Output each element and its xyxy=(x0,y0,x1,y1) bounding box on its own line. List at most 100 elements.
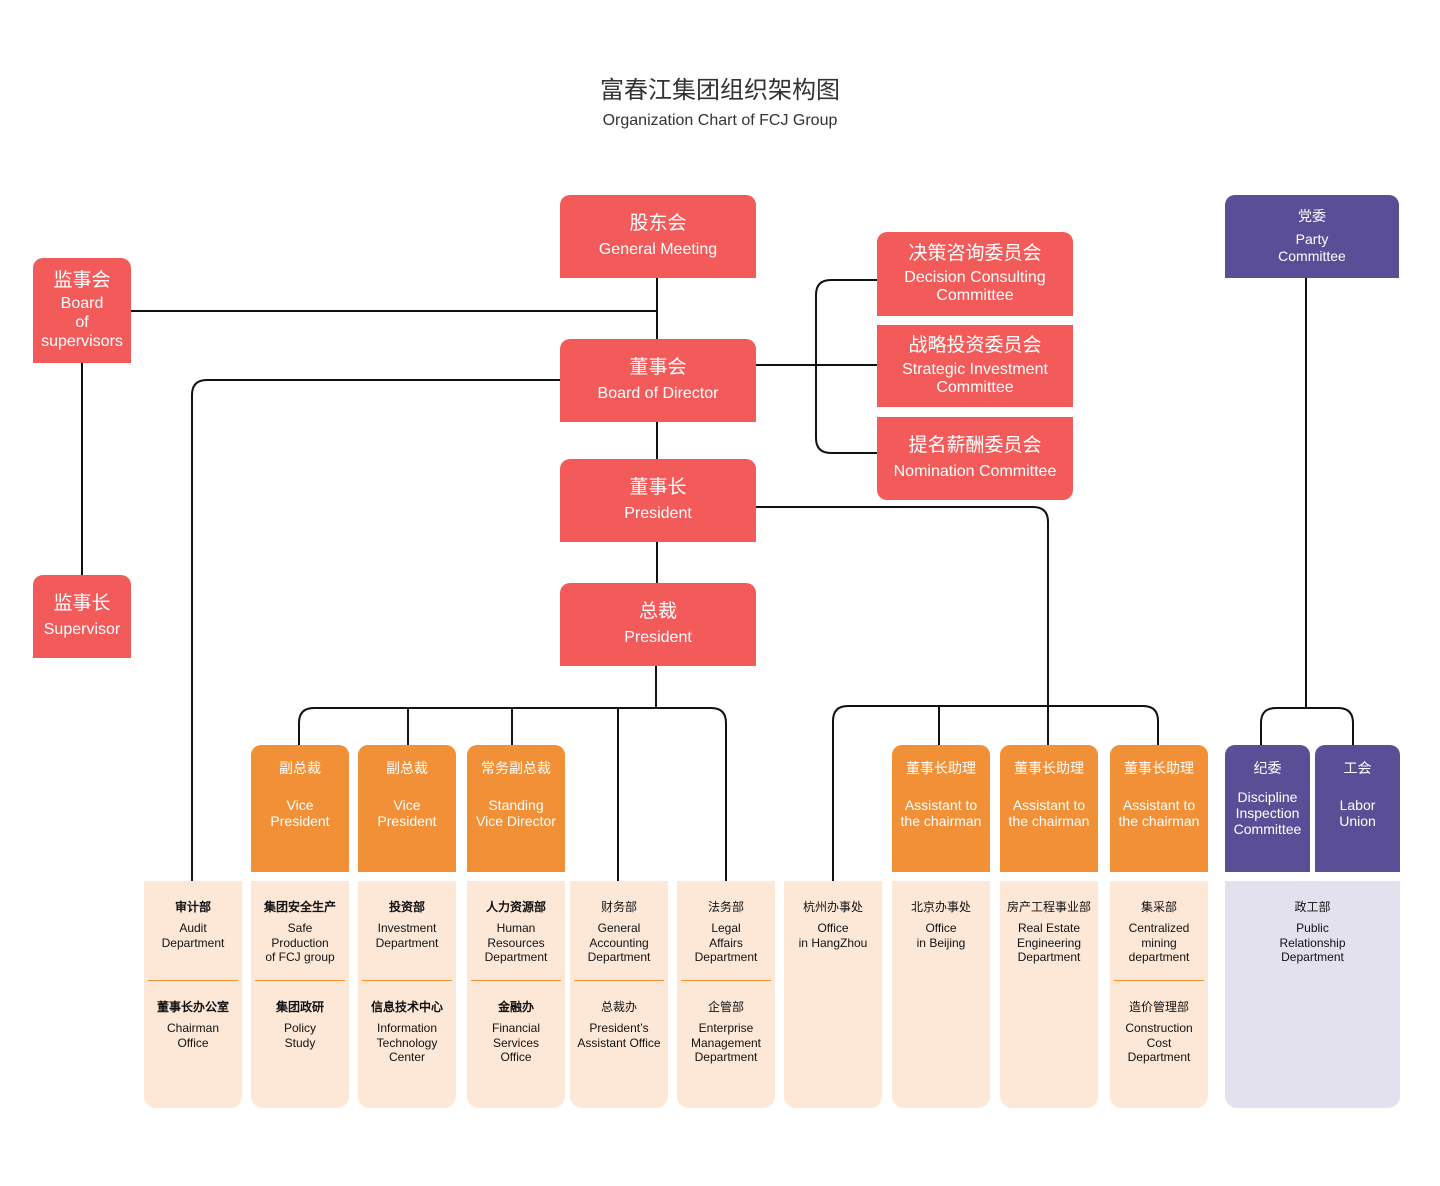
node-label-zh: 董事长助理 xyxy=(1014,761,1084,777)
node-label-zh: 董事长助理 xyxy=(906,761,976,777)
department-name-en: Office in HangZhou xyxy=(798,921,868,950)
node-label-zh: 董事长 xyxy=(629,476,687,499)
department-name-zh: 人力资源部 xyxy=(485,900,546,914)
department-name-zh: 集采部 xyxy=(1140,900,1177,914)
department-entry: 审计部 Audit Department xyxy=(144,900,242,950)
node-label-en: Board of supervisors xyxy=(41,294,123,351)
department-column-hangzhou-office: 杭州办事处 Office in HangZhou xyxy=(784,881,882,1108)
department-name-zh: 集团政研 xyxy=(275,1000,324,1014)
vice-president-box: 副总裁 Vice President xyxy=(251,745,349,872)
department-column-hr: 人力资源部 Human Resources Department 金融办 Fin… xyxy=(467,881,565,1108)
assistant-to-chairman-box: 董事长助理 Assistant to the chairman xyxy=(1110,745,1208,872)
node-label-en: Assistant to the chairman xyxy=(900,797,982,830)
department-name-en: Financial Services Office xyxy=(491,1021,541,1064)
department-column-real-estate: 房产工程事业部 Real Estate Engineering Departme… xyxy=(1000,881,1098,1108)
department-entry: 金融办 Financial Services Office xyxy=(467,1000,565,1065)
node-label-zh: 工会 xyxy=(1343,761,1372,777)
president-box: 总裁 President xyxy=(560,583,756,666)
department-entry: 人力资源部 Human Resources Department xyxy=(467,900,565,965)
department-column-public-relations: 政工部 Public Relationship Department xyxy=(1225,881,1400,1108)
chairman-box: 董事长 President xyxy=(560,459,756,542)
board-of-supervisors-box: 监事会 Board of supervisors xyxy=(33,258,131,363)
labor-union-box: 工会 Labor Union xyxy=(1315,745,1400,872)
department-name-en: Information Technology Center xyxy=(376,1021,438,1064)
node-label-zh: 纪委 xyxy=(1253,761,1282,777)
department-name-zh: 董事长办公室 xyxy=(156,1000,229,1014)
department-entry: 杭州办事处 Office in HangZhou xyxy=(784,900,882,950)
department-name-en: Human Resources Department xyxy=(484,921,548,964)
department-column-beijing-office: 北京办事处 Office in Beijing xyxy=(892,881,990,1108)
section-divider xyxy=(574,980,664,981)
department-column-finance: 财务部 General Accounting Department 总裁办 Pr… xyxy=(570,881,668,1108)
section-divider xyxy=(1114,980,1204,981)
node-label-zh: 副总裁 xyxy=(279,761,321,777)
department-name-zh: 金融办 xyxy=(497,1000,534,1014)
party-committee-box: 党委 Party Committee xyxy=(1225,195,1399,278)
node-label-en: Labor Union xyxy=(1339,797,1376,830)
chart-title: 富春江集团组织架构图 xyxy=(600,76,840,104)
node-label-en: Party Committee xyxy=(1278,231,1346,264)
department-name-en: Investment Department xyxy=(375,921,439,950)
node-label-zh: 党委 xyxy=(1298,209,1326,226)
supervisor-box: 监事长 Supervisor xyxy=(33,575,131,658)
department-name-zh: 企管部 xyxy=(707,1000,744,1014)
department-entry: 总裁办 President’s Assistant Office xyxy=(570,1000,668,1050)
department-entry: 财务部 General Accounting Department xyxy=(570,900,668,965)
node-label-zh: 监事会 xyxy=(53,268,111,291)
node-label-en: Assistant to the chairman xyxy=(1118,797,1200,830)
department-name-zh: 北京办事处 xyxy=(910,900,971,914)
node-label-zh: 决策咨询委员会 xyxy=(908,241,1042,264)
node-label-en: Decision Consulting Committee xyxy=(904,268,1046,304)
department-column-audit: 审计部 Audit Department 董事长办公室 Chairman Off… xyxy=(144,881,242,1108)
nomination-committee-box: 提名薪酬委员会 Nomination Committee xyxy=(877,417,1073,500)
department-name-zh: 信息技术中心 xyxy=(370,1000,443,1014)
section-divider xyxy=(148,980,238,981)
department-column-legal: 法务部 Legal Affairs Department 企管部 Enterpr… xyxy=(677,881,775,1108)
node-label-zh: 总裁 xyxy=(638,600,677,623)
node-label-zh: 监事长 xyxy=(53,592,111,615)
department-name-zh: 房产工程事业部 xyxy=(1006,900,1091,914)
board-of-director-box: 董事会 Board of Director xyxy=(560,339,756,422)
node-label-zh: 董事会 xyxy=(629,356,687,379)
discipline-inspection-box: 纪委 Discipline Inspection Committee xyxy=(1225,745,1310,872)
department-name-en: Audit Department xyxy=(161,921,225,950)
node-label-zh: 董事长助理 xyxy=(1124,761,1194,777)
decision-consulting-committee-box: 决策咨询委员会 Decision Consulting Committee xyxy=(877,232,1073,316)
department-name-en: Real Estate Engineering Department xyxy=(1016,921,1082,964)
assistant-to-chairman-box: 董事长助理 Assistant to the chairman xyxy=(1000,745,1098,872)
node-label-en: Board of Director xyxy=(597,385,719,403)
department-entry: 北京办事处 Office in Beijing xyxy=(892,900,990,950)
department-name-zh: 投资部 xyxy=(388,900,425,914)
standing-vice-director-box: 常务副总裁 Standing Vice Director xyxy=(467,745,565,872)
general-meeting-box: 股东会 General Meeting xyxy=(560,195,756,278)
department-entry: 政工部 Public Relationship Department xyxy=(1225,900,1400,965)
node-label-en: Vice President xyxy=(377,797,437,830)
node-label-en: Discipline Inspection Committee xyxy=(1233,789,1302,838)
department-entry: 企管部 Enterprise Management Department xyxy=(677,1000,775,1065)
department-entry: 董事长办公室 Chairman Office xyxy=(144,1000,242,1050)
assistant-to-chairman-box: 董事长助理 Assistant to the chairman xyxy=(892,745,990,872)
department-entry: 房产工程事业部 Real Estate Engineering Departme… xyxy=(1000,900,1098,965)
department-name-en: Legal Affairs Department xyxy=(694,921,758,964)
department-name-zh: 集团安全生产 xyxy=(263,900,336,914)
node-label-zh: 副总裁 xyxy=(386,761,428,777)
department-name-en: Chairman Office xyxy=(166,1021,220,1050)
department-name-zh: 审计部 xyxy=(174,900,211,914)
node-label-zh: 提名薪酬委员会 xyxy=(908,434,1042,457)
department-name-en: Centralized mining department xyxy=(1128,921,1190,964)
department-name-en: Office in Beijing xyxy=(916,921,966,950)
department-column-procurement: 集采部 Centralized mining department 造价管理部 … xyxy=(1110,881,1208,1108)
department-entry: 造价管理部 Construction Cost Department xyxy=(1110,1000,1208,1065)
node-label-zh: 股东会 xyxy=(629,212,687,235)
department-name-en: Construction Cost Department xyxy=(1125,1021,1193,1064)
node-label-en: Vice President xyxy=(270,797,330,830)
node-label-zh: 常务副总裁 xyxy=(481,761,551,777)
node-label-en: Assistant to the chairman xyxy=(1008,797,1090,830)
department-entry: 信息技术中心 Information Technology Center xyxy=(358,1000,456,1065)
node-label-zh: 战略投资委员会 xyxy=(908,333,1042,356)
node-label-en: Supervisor xyxy=(43,621,121,639)
node-label-en: Strategic Investment Committee xyxy=(902,360,1048,396)
section-divider xyxy=(255,980,345,981)
department-name-en: Enterprise Management Department xyxy=(690,1021,762,1064)
node-label-en: President xyxy=(624,505,692,523)
